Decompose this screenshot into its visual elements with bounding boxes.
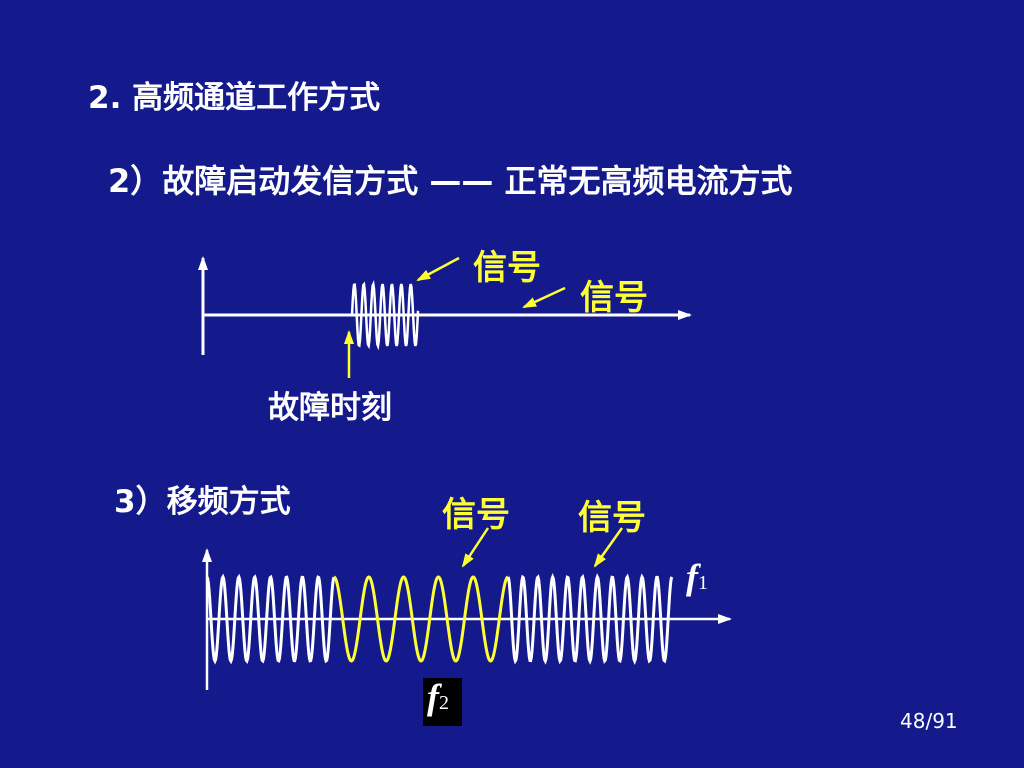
f2-frequency-label: f2 xyxy=(427,676,449,718)
section2-heading: 2）故障启动发信方式 —— 正常无高频电流方式 xyxy=(108,162,793,200)
signal-arrow-2 xyxy=(522,286,566,309)
f2-subscript: 2 xyxy=(439,692,449,714)
page-number: 48/91 xyxy=(900,709,958,733)
section3-heading: 3）移频方式 xyxy=(114,484,291,520)
section2-signal-label-1: 信号 xyxy=(473,248,541,288)
section3-signal-label-2: 信号 xyxy=(578,498,646,538)
section2-signal-label-2: 信号 xyxy=(580,278,648,318)
hf-burst-waveform xyxy=(350,279,420,351)
f2-label-background xyxy=(423,678,462,726)
signal-arrow-1 xyxy=(416,256,460,282)
section3-signal-label-1: 信号 xyxy=(442,495,510,535)
f1-waveform-right xyxy=(506,573,674,666)
f1-subscript: 1 xyxy=(698,572,708,594)
f1-symbol: f xyxy=(686,557,698,597)
f2-waveform xyxy=(333,575,509,663)
f2-symbol: f xyxy=(427,677,439,717)
fault-moment-label: 故障时刻 xyxy=(268,390,392,426)
f1-waveform-left xyxy=(205,573,336,665)
signal-arrow-4 xyxy=(593,527,624,568)
f1-frequency-label: f1 xyxy=(686,556,708,598)
signal-arrow-3 xyxy=(461,527,490,568)
slide-title: 2. 高频通道工作方式 xyxy=(88,80,381,116)
